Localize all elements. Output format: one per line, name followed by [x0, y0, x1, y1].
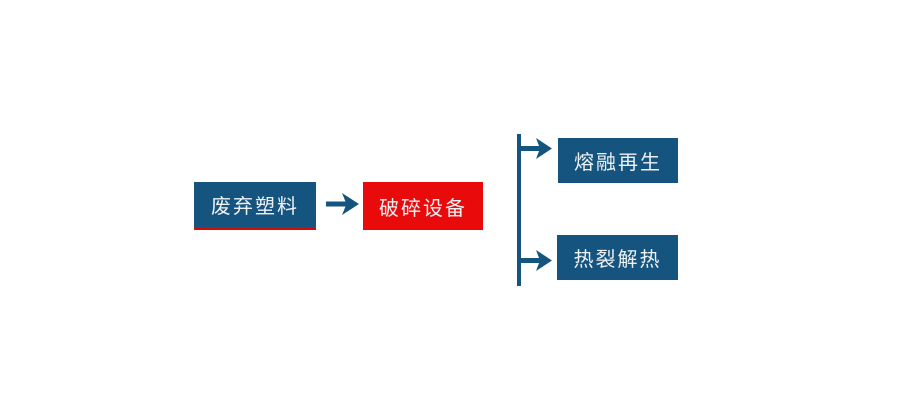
node-crushing-equipment: 破碎设备	[363, 182, 483, 230]
node-waste-plastic-label: 废弃塑料	[211, 196, 299, 218]
node-melt-regeneration: 熔融再生	[558, 138, 678, 183]
flow-right-arrow-icon	[326, 193, 359, 215]
branch-right-arrow-bottom-icon	[520, 250, 552, 271]
node-melt-regeneration-label: 熔融再生	[574, 152, 662, 174]
node-crushing-equipment-label: 破碎设备	[379, 197, 467, 220]
branch-connector	[517, 134, 552, 286]
node-pyrolysis-heat-label: 热裂解热	[573, 249, 662, 271]
node-waste-plastic: 废弃塑料	[194, 182, 316, 230]
branch-right-arrow-top-icon	[520, 138, 552, 159]
node-pyrolysis-heat: 热裂解热	[557, 235, 678, 280]
